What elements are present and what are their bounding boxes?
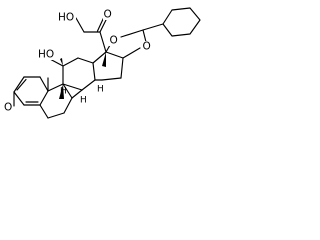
atom-label-h-8: H [80, 96, 87, 106]
atom-label-h-9: H [60, 87, 67, 97]
ring-b [39, 83, 73, 119]
bond [13, 91, 25, 106]
atom-label-h-14: H [97, 85, 104, 95]
bond [75, 17, 85, 33]
steroid-acetal-structure: O HO O O HO H H H O [4, 7, 201, 119]
bond [71, 89, 83, 99]
cyclohexyl-ring [162, 7, 201, 37]
bond [39, 76, 49, 92]
ring-d [92, 51, 124, 81]
bond-double [96, 16, 105, 32]
bond-double [16, 78, 27, 91]
bond [120, 29, 144, 38]
bond [39, 104, 49, 119]
bond [142, 29, 147, 43]
bond [142, 23, 164, 31]
ring-c [47, 57, 96, 99]
bond [99, 17, 108, 33]
methyl-18-wedge [102, 52, 106, 67]
methyl-19-wedge [59, 84, 64, 99]
bond [101, 77, 122, 81]
bond [92, 51, 107, 64]
bond [47, 112, 65, 119]
bond [81, 79, 96, 91]
bond [122, 47, 141, 59]
bond [62, 57, 79, 67]
bond [63, 97, 73, 114]
bond [13, 76, 25, 93]
side-chain [75, 16, 108, 53]
atom-label-hydroxyl-11: HO [38, 49, 54, 61]
atom-label-ketone-o: O [104, 9, 112, 21]
atom-label-hydroxymethyl: HO [58, 12, 74, 24]
atom-label-carbonyl-3: O [4, 102, 12, 114]
bond [77, 57, 94, 64]
bond [99, 31, 107, 53]
bond [39, 90, 49, 106]
bond [92, 62, 96, 81]
ring-a [13, 76, 49, 106]
substituents [47, 52, 106, 99]
atom-label-acetal-o-right: O [143, 41, 151, 53]
cyclohexane [162, 7, 201, 37]
atom-labels: O HO O O HO H H H O [4, 9, 151, 114]
atom-label-acetal-o-left: O [110, 35, 118, 47]
bond [47, 83, 64, 92]
bond [62, 83, 73, 99]
oh-11-wedge [60, 58, 63, 66]
bond [105, 51, 124, 59]
bond [120, 57, 124, 79]
bond [62, 83, 83, 91]
